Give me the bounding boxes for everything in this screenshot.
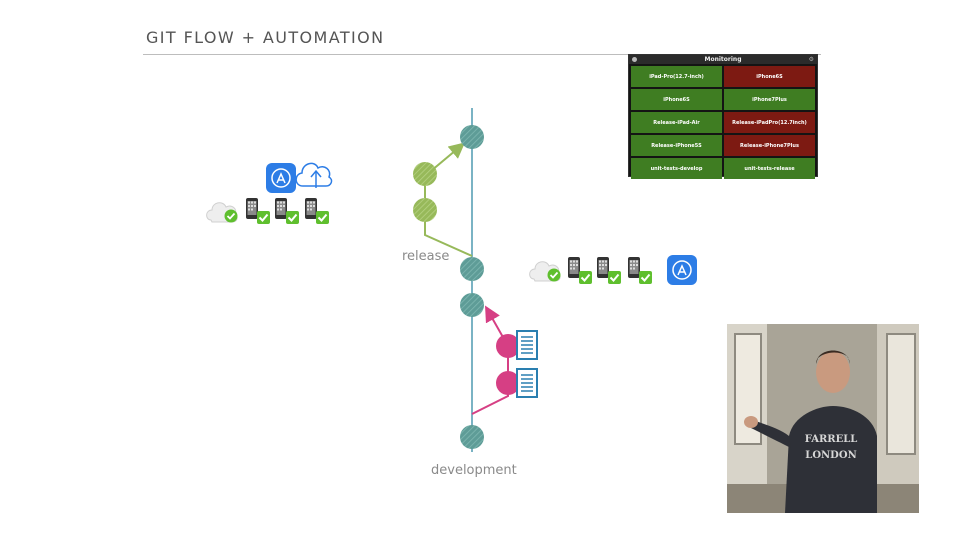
title-divider	[143, 54, 821, 55]
gear-icon: ⚙	[808, 56, 814, 63]
main-commit	[460, 293, 484, 317]
phone-icon	[246, 198, 258, 219]
phone-icon	[305, 198, 317, 219]
avatar-icon	[632, 57, 637, 62]
build-tile: Release-iPad-Air	[631, 112, 722, 133]
check-icon	[315, 210, 330, 225]
build-tile: iPhone6S	[724, 66, 815, 87]
cloud-check-icon	[528, 260, 562, 283]
check-icon	[607, 270, 622, 285]
release-commit	[413, 162, 437, 186]
document-icon	[516, 368, 538, 398]
build-tile: Release-iPhone5S	[631, 135, 722, 156]
speaker-video: FARRELL LONDON	[727, 324, 919, 513]
phone-icon	[628, 257, 640, 278]
cloud-upload-icon	[295, 162, 333, 188]
build-tile: iPhone6S	[631, 89, 722, 110]
app-store-icon	[265, 162, 297, 194]
build-tile: unit-tests-develop	[631, 158, 722, 179]
release-label: release	[402, 249, 449, 264]
check-icon	[638, 270, 653, 285]
monitoring-title: Monitoring	[704, 56, 742, 63]
main-commit	[460, 125, 484, 149]
phone-icon	[275, 198, 287, 219]
monitoring-dashboard: Monitoring ⚙ iPad-Pro(12.7-inch) iPhone6…	[628, 54, 818, 179]
feature-commit	[496, 371, 520, 395]
main-commit	[460, 257, 484, 281]
slide-title: GIT FLOW + AUTOMATION	[146, 28, 385, 47]
app-store-icon	[666, 254, 698, 286]
feature-branch-line	[471, 305, 509, 415]
build-tile: Release-iPadPro(12.7inch)	[724, 112, 815, 133]
build-tile: iPhone7Plus	[724, 89, 815, 110]
monitoring-grid: iPad-Pro(12.7-inch) iPhone6S iPhone6S iP…	[629, 64, 817, 181]
cloud-check-icon	[205, 201, 239, 224]
check-icon	[256, 210, 271, 225]
build-tile: iPad-Pro(12.7-inch)	[631, 66, 722, 87]
feature-commit	[496, 334, 520, 358]
development-label: development	[431, 463, 517, 478]
release-commit	[413, 198, 437, 222]
phone-icon	[597, 257, 609, 278]
check-icon	[285, 210, 300, 225]
build-tile: unit-tests-release	[724, 158, 815, 179]
svg-text:FARRELL: FARRELL	[805, 434, 858, 445]
monitoring-header: Monitoring ⚙	[629, 55, 817, 64]
phone-icon	[568, 257, 580, 278]
document-icon	[516, 330, 538, 360]
build-tile: Release-iPhone7Plus	[724, 135, 815, 156]
main-commit	[460, 425, 484, 449]
svg-text:LONDON: LONDON	[805, 450, 856, 461]
check-icon	[578, 270, 593, 285]
